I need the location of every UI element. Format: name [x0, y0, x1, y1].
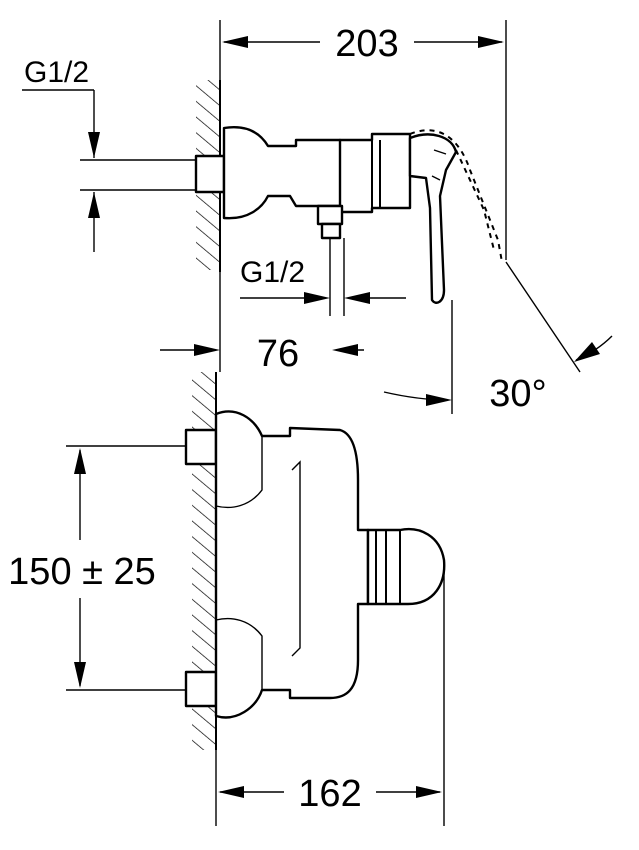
lower-lobe-line — [215, 617, 263, 690]
control-knob — [366, 527, 446, 606]
wall-connector — [194, 154, 226, 194]
ext-line-30-angled — [505, 261, 581, 373]
arrow-outlet-left — [304, 292, 330, 304]
arrow-150-top — [74, 448, 86, 474]
cartridge-housing — [338, 132, 412, 214]
arrow-203-right — [478, 36, 504, 48]
arrow-30-left — [426, 394, 452, 406]
dim-label-76: 76 — [257, 333, 299, 375]
supply-pipe — [80, 159, 196, 191]
dim-label-g12-outlet: G1/2 — [240, 256, 305, 289]
lever-detail — [431, 149, 447, 181]
arrow-162-left — [218, 786, 244, 798]
front-view: 150 ± 25 162 — [8, 372, 446, 826]
side-view: 203 G1/2 G1/2 76 30° — [22, 20, 613, 415]
arrow-203-left — [222, 36, 248, 48]
lever-handle — [408, 133, 458, 304]
arrow-76-right — [332, 344, 358, 356]
lever-sweep-outline — [409, 129, 503, 263]
arrow-g12-bottom — [88, 192, 100, 218]
dim-label-150: 150 ± 25 — [8, 551, 156, 593]
arrow-30-right — [574, 342, 600, 362]
arrow-162-right — [416, 786, 442, 798]
arrow-g12-top — [88, 132, 100, 158]
upper-lobe-line — [215, 436, 263, 509]
connector-top — [184, 428, 218, 466]
body-recess — [291, 460, 301, 657]
mixer-body-side — [222, 126, 358, 220]
outlet-thread — [320, 222, 342, 240]
connector-bottom — [184, 670, 218, 708]
dim-label-30: 30° — [489, 373, 546, 415]
lever-sweep-inner — [455, 149, 495, 251]
dim-label-162: 162 — [298, 773, 361, 815]
arrow-150-bottom — [74, 662, 86, 688]
dim-label-g12-top: G1/2 — [24, 56, 89, 89]
mixer-body-front — [214, 410, 370, 719]
outlet-nut — [316, 204, 344, 226]
dim-label-203: 203 — [335, 23, 398, 65]
arrow-outlet-right — [344, 292, 370, 304]
arrow-76-left — [194, 344, 220, 356]
